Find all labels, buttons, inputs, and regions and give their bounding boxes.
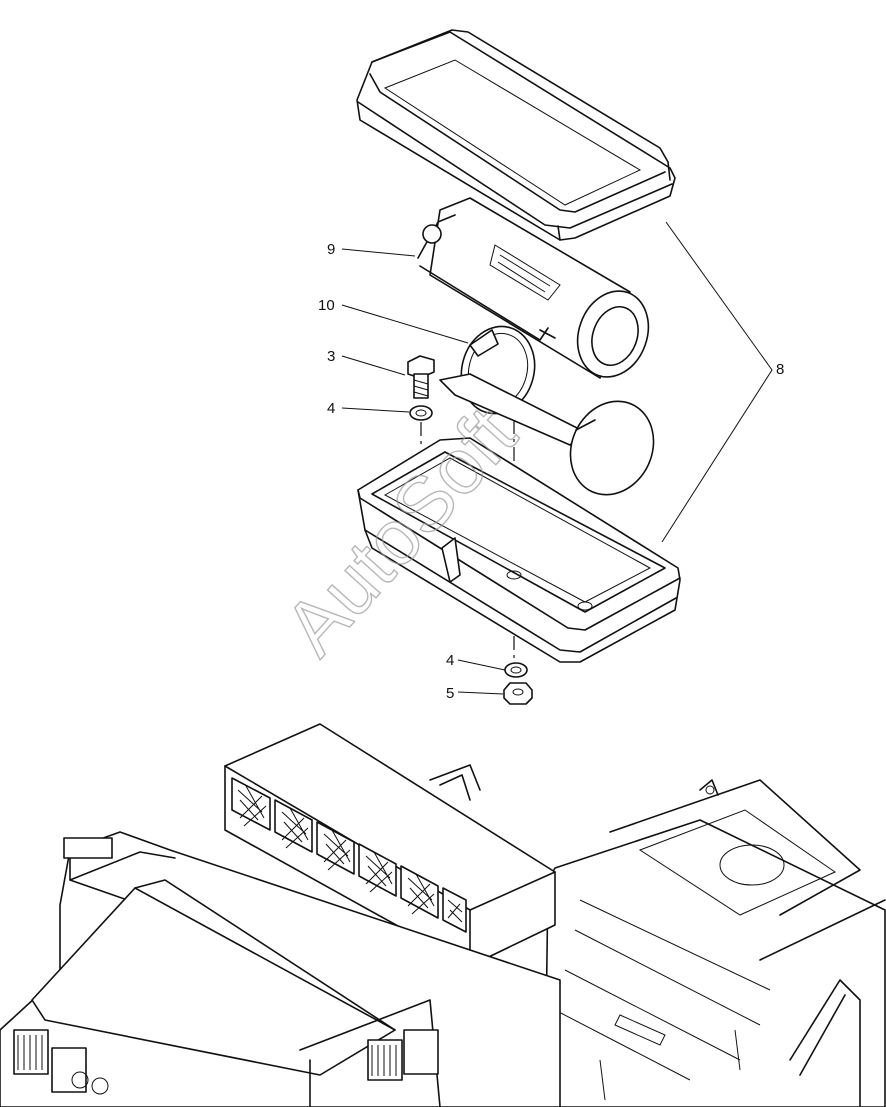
lamp-cluster-right — [367, 1029, 439, 1081]
callout-4-lower: 4 — [446, 652, 454, 669]
washer-upper — [409, 405, 433, 421]
leader-lines — [341, 221, 773, 695]
callout-5: 5 — [446, 685, 454, 702]
callout-9: 9 — [327, 241, 335, 258]
callout-10: 10 — [318, 297, 335, 314]
bolt — [407, 355, 435, 399]
washer-lower — [504, 662, 528, 678]
dust-cap — [569, 400, 655, 496]
lamp-cluster-left — [13, 1029, 109, 1095]
callout-4-upper: 4 — [327, 400, 335, 417]
callout-3: 3 — [327, 348, 335, 365]
filter-cartridge — [417, 197, 650, 379]
air-filter-tray — [357, 437, 681, 663]
machine-location-view — [0, 723, 886, 1107]
air-filter-cover — [356, 29, 676, 241]
hex-nut — [503, 682, 533, 705]
callout-8: 8 — [776, 361, 784, 378]
intake-grille — [231, 777, 467, 933]
